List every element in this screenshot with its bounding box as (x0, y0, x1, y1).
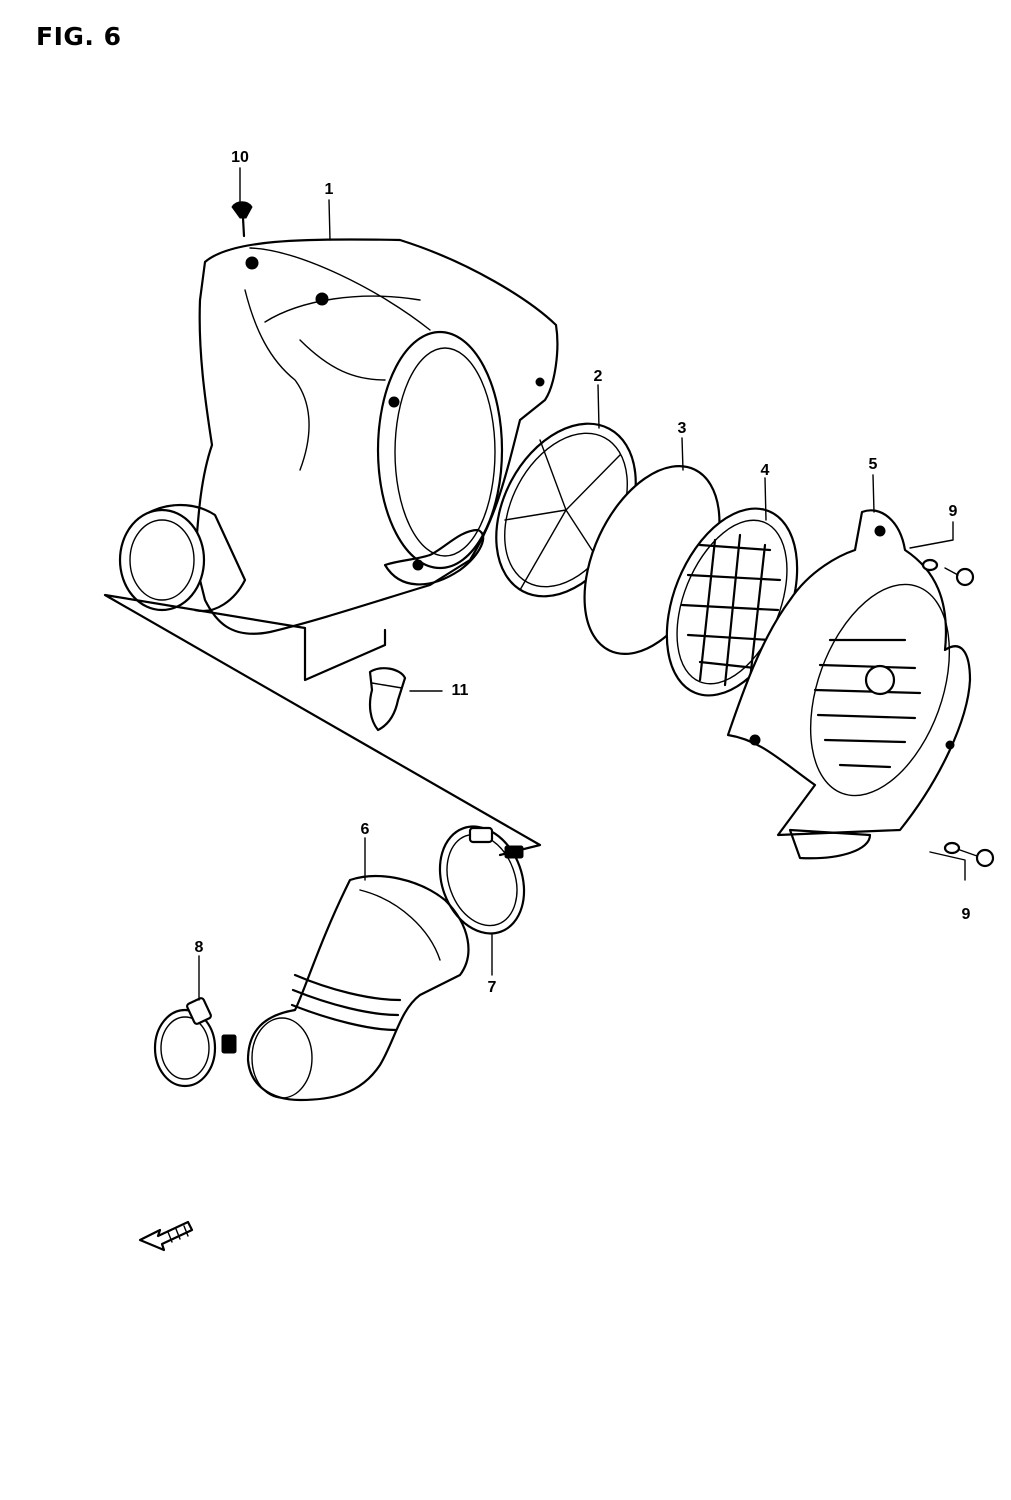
top-screw (231, 201, 253, 238)
screw-washer-upper (921, 558, 975, 587)
callout-3: 3 (677, 420, 687, 437)
screw-washer-lower (943, 841, 995, 868)
callout-6: 6 (360, 821, 370, 838)
callout-7: 7 (487, 979, 497, 996)
assembly-reference-lines (103, 593, 542, 857)
callout-2: 2 (593, 368, 603, 385)
callout-11: 11 (451, 682, 469, 699)
callout-9-upper: 9 (948, 503, 958, 520)
drain-plug (368, 667, 407, 732)
figure-title: FIG. 6 (36, 22, 122, 51)
air-cleaner-cap (726, 509, 972, 860)
leader-lines (198, 167, 966, 1001)
callout-9-lower: 9 (961, 906, 971, 923)
callout-10: 10 (231, 149, 249, 166)
hose-clamp-large (438, 825, 526, 935)
callout-5: 5 (868, 456, 878, 473)
air-cleaner-case (118, 238, 559, 635)
front-direction-arrow-icon (138, 1220, 194, 1252)
callout-8: 8 (194, 939, 204, 956)
callout-1: 1 (324, 181, 334, 198)
outlet-hose (246, 874, 470, 1102)
callout-4: 4 (760, 462, 770, 479)
hose-clamp-small (153, 997, 237, 1088)
